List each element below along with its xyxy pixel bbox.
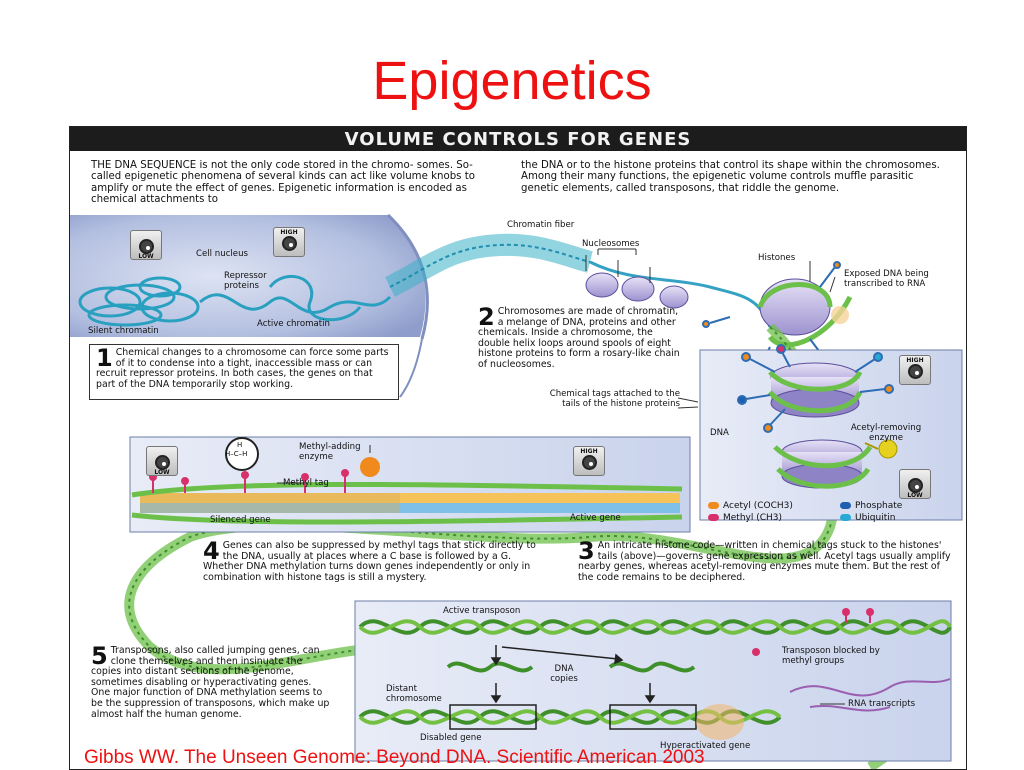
- label-cell-nucleus: Cell nucleus: [196, 249, 249, 259]
- legend-acetyl: Acetyl (COCH3): [708, 501, 793, 511]
- ubiquitin-swatch-icon: [840, 514, 851, 521]
- volume-knob-high-3: HIGH: [573, 446, 605, 476]
- label-distant-chromosome: Distant chromosome: [386, 684, 442, 704]
- label-repressor-proteins: Repressor proteins: [224, 271, 267, 291]
- label-transposon-blocked: Transposon blocked by methyl groups: [782, 646, 880, 666]
- leader-lines: [277, 261, 845, 705]
- legend-ubiquitin: Ubiquitin: [840, 513, 895, 523]
- label-dna-copies: DNA copies: [550, 664, 578, 684]
- label-active-gene: Active gene: [570, 513, 621, 523]
- knob-dial-icon: [282, 236, 297, 251]
- label-acetyl-removing-enzyme: Acetyl-removing enzyme: [850, 423, 922, 443]
- step-3-text: 3 An intricate histone code—written in c…: [578, 537, 951, 583]
- label-silent-chromatin: Silent chromatin: [88, 326, 159, 336]
- methyl-swatch-icon: [708, 514, 719, 521]
- knob-dial-icon: [908, 364, 923, 379]
- chromatin-fiber-graphic: [385, 233, 853, 348]
- label-exposed-dna: Exposed DNA being transcribed to RNA: [844, 269, 929, 289]
- step-1-box: 1 Chemical changes to a chromosome can f…: [89, 344, 399, 400]
- knob-dial-icon: [582, 455, 597, 470]
- label-active-transposon: Active transposon: [443, 606, 521, 616]
- transposon-methyl-groups: [696, 608, 951, 740]
- label-rna-transcripts: RNA transcripts: [848, 699, 916, 709]
- silent-chromatin-graphic: [78, 274, 392, 327]
- label-silenced-gene: Silenced gene: [210, 515, 271, 525]
- intro-text-right: the DNA or to the histone proteins that …: [521, 160, 940, 194]
- step-5-text: 5 Transposons, also called jumping genes…: [91, 642, 330, 720]
- volume-knob-low-3: LOW: [146, 446, 178, 476]
- label-methyl-adding-enzyme: Methyl-adding enzyme: [299, 442, 361, 462]
- acetyl-swatch-icon: [708, 502, 719, 509]
- slide-title: Epigenetics: [372, 51, 652, 111]
- figure-banner: VOLUME CONTROLS FOR GENES: [70, 127, 966, 151]
- intro-text-left: THE DNA SEQUENCE is not the only code st…: [91, 160, 475, 206]
- histone-spools: [768, 362, 898, 489]
- volume-knob-low-2: LOW: [899, 469, 931, 499]
- label-methyl-tag: Methyl tag: [283, 478, 329, 488]
- label-chemical-tags: Chemical tags attached to the tails of t…: [549, 389, 680, 409]
- step-2-text: 2 Chromosomes are made of chromatin, a m…: [478, 303, 680, 370]
- citation: Gibbs WW. The Unseen Genome: Beyond DNA.…: [84, 747, 705, 768]
- methyl-formula-hch: H–C–H: [225, 450, 248, 458]
- volume-knob-high-2: HIGH: [899, 355, 931, 385]
- phosphate-swatch-icon: [840, 502, 851, 509]
- label-nucleosomes: Nucleosomes: [582, 239, 640, 249]
- step-1-text: 1 Chemical changes to a chromosome can f…: [96, 344, 389, 390]
- transposon-arrows: [449, 645, 697, 730]
- methyl-formula-h: H: [237, 441, 243, 449]
- knob-dial-icon: [908, 478, 923, 493]
- figure-artwork: [70, 213, 963, 769]
- label-dna: DNA: [710, 428, 729, 438]
- methylation-dna: [131, 437, 683, 525]
- label-hyperactivated-gene: Hyperactivated gene: [660, 741, 751, 751]
- legend-phosphate: Phosphate: [840, 501, 902, 511]
- epigenetics-figure: VOLUME CONTROLS FOR GENES THE DNA SEQUEN…: [69, 126, 967, 770]
- histone-tag-sticks: [737, 344, 894, 433]
- volume-knob-low-1: LOW: [130, 230, 162, 260]
- step-4-text: 4 Genes can also be suppressed by methyl…: [203, 537, 536, 583]
- label-chromatin-fiber: Chromatin fiber: [507, 220, 575, 230]
- volume-knob-high-1: HIGH: [273, 227, 305, 257]
- label-histones: Histones: [758, 253, 796, 263]
- label-active-chromatin: Active chromatin: [257, 319, 330, 329]
- label-disabled-gene: Disabled gene: [420, 733, 482, 743]
- legend-methyl: Methyl (CH3): [708, 513, 782, 523]
- knob-dial-icon: [155, 455, 170, 470]
- knob-dial-icon: [139, 239, 154, 254]
